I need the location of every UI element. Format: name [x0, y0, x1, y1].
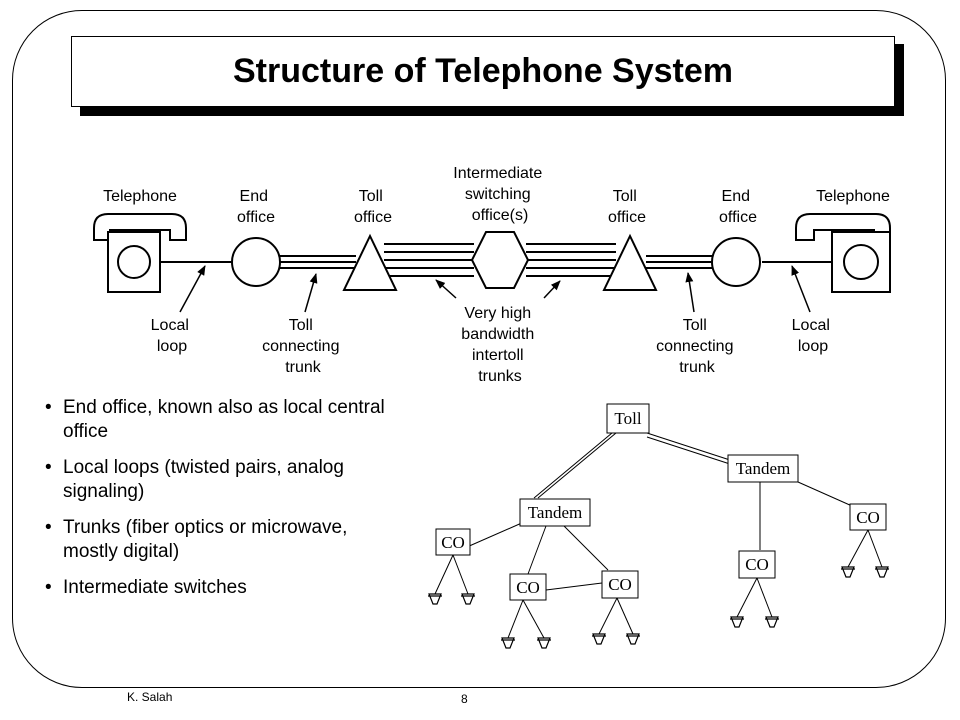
svg-text:CO: CO	[856, 508, 880, 527]
svg-text:Toll: Toll	[614, 409, 641, 428]
intertoll-trunks-label: Very high bandwidth intertoll trunks	[461, 305, 538, 385]
toll-office-right-triangle	[602, 233, 658, 291]
svg-text:Tandem: Tandem	[736, 459, 791, 478]
svg-text:CO: CO	[745, 555, 769, 574]
bullet-item: •Trunks (fiber optics or microwave, most…	[45, 517, 348, 562]
bullet-icon: •	[45, 397, 52, 418]
tree-node-tandem-right: Tandem	[727, 454, 799, 483]
tree-node-co-3: CO	[601, 570, 639, 599]
toll-trunk-lines-left	[280, 255, 356, 269]
telephone-left-label: Telephone	[103, 188, 177, 205]
toll-office-left-label: Toll office	[354, 188, 392, 226]
telephone-right-label: Telephone	[816, 188, 890, 205]
bullet-icon: •	[45, 517, 52, 538]
end-office-right-circle	[711, 237, 761, 287]
page-title: Structure of Telephone System	[232, 52, 734, 90]
svg-text:CO: CO	[608, 575, 632, 594]
svg-text:Tandem: Tandem	[528, 503, 583, 522]
title-box: Structure of Telephone System	[71, 36, 895, 107]
toll-trunk-right-label: Toll connecting trunk	[656, 317, 738, 376]
tree-node-co-1: CO	[435, 528, 471, 556]
toll-trunk-left-label: Toll connecting trunk	[262, 317, 344, 376]
slide-frame	[12, 10, 946, 688]
bullet-item: •End office, known also as local central…	[45, 397, 385, 442]
intertoll-trunk-lines-right	[526, 243, 616, 277]
bullet-list: •End office, known also as local central…	[40, 396, 400, 612]
toll-trunk-lines-right	[646, 255, 712, 269]
diagram-arrows	[179, 265, 811, 313]
tree-edges	[434, 432, 883, 639]
tree-node-co-4: CO	[738, 550, 776, 579]
tree-node-co-2: CO	[509, 573, 547, 601]
intertoll-trunk-lines-left	[384, 243, 474, 277]
tree-node-toll: Toll	[606, 403, 650, 434]
telephone-icon-right	[795, 213, 891, 293]
intermediate-switch-label: Intermediate switching office(s)	[453, 165, 546, 224]
bullet-icon: •	[45, 457, 52, 478]
end-office-right-label: End office	[719, 188, 757, 226]
footer-author: K. Salah	[127, 690, 173, 704]
local-loop-right-label: Local loop	[792, 317, 835, 355]
svg-text:CO: CO	[441, 533, 465, 552]
toll-office-right-label: Toll office	[608, 188, 646, 226]
bullet-item: •Intermediate switches	[45, 577, 247, 598]
telephone-icon-left	[93, 213, 187, 293]
local-loop-left-label: Local loop	[151, 317, 194, 355]
end-office-left-circle	[231, 237, 281, 287]
tree-node-co-5: CO	[849, 503, 887, 531]
intermediate-switch-hexagon	[470, 231, 530, 289]
bullet-icon: •	[45, 577, 52, 598]
toll-office-left-triangle	[342, 233, 398, 291]
bullet-item: •Local loops (twisted pairs, analog sign…	[45, 457, 344, 502]
leaf-telephone-icons	[428, 566, 889, 649]
page-number: 8	[461, 692, 468, 706]
tree-node-tandem-left: Tandem	[519, 498, 591, 527]
svg-text:CO: CO	[516, 578, 540, 597]
end-office-left-label: End office	[237, 188, 275, 226]
